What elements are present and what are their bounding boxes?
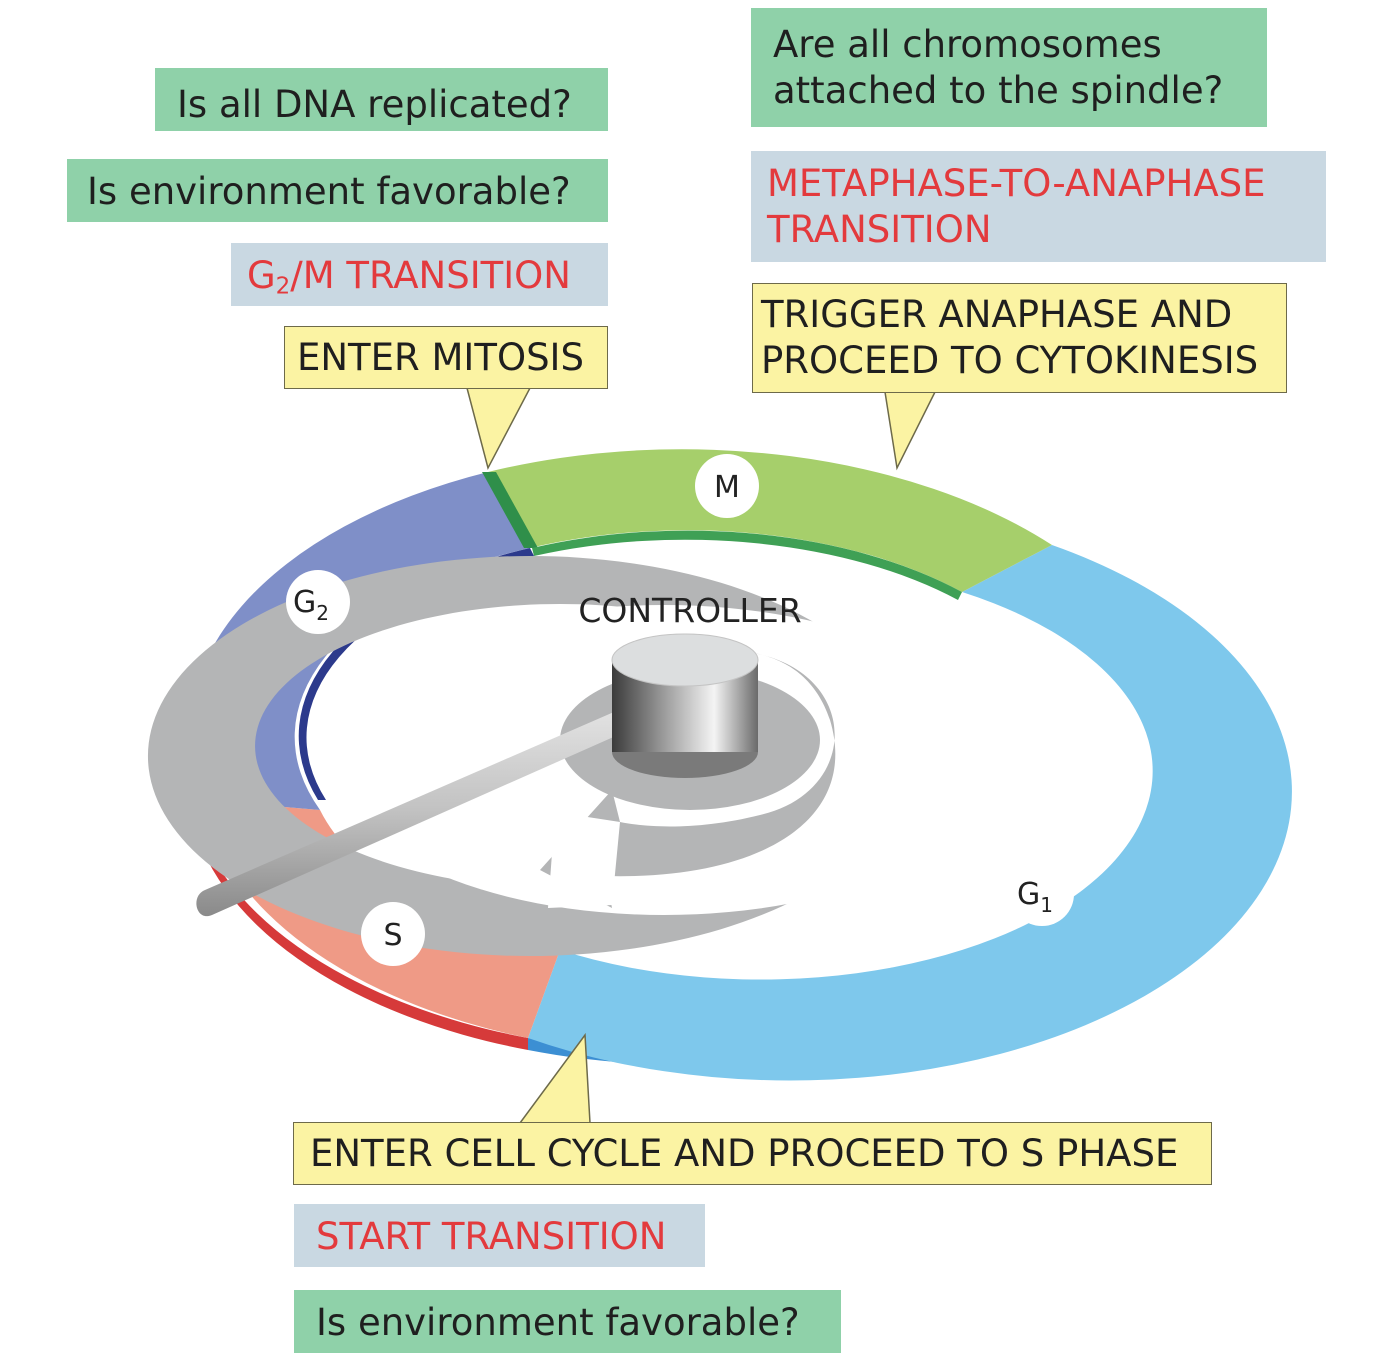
question-text: Is environment favorable? (87, 170, 571, 213)
question-environment-g2m: Is environment favorable? (67, 159, 608, 222)
svg-text:M: M (714, 470, 740, 505)
g2-m-boundary (482, 472, 538, 548)
transition-metaphase-anaphase: METAPHASE-TO-ANAPHASE TRANSITION (751, 151, 1326, 262)
svg-text:G2: G2 (293, 585, 329, 625)
controller-knob (611, 633, 759, 778)
transition-g2m: G2/M TRANSITION (231, 243, 608, 306)
ring-segment-g1 (528, 545, 1292, 1081)
transition-start: START TRANSITION (294, 1204, 705, 1267)
phase-badge-m: M (695, 454, 759, 518)
question-text: Is environment favorable? (316, 1301, 800, 1344)
transition-text: START TRANSITION (316, 1215, 667, 1258)
action-enter-mitosis: ENTER MITOSIS (284, 326, 608, 389)
controller-label: CONTROLLER (578, 591, 801, 630)
action-text: ENTER MITOSIS (297, 336, 584, 379)
pointer-enter-cell-cycle (519, 1032, 591, 1124)
controller-arm (196, 704, 645, 917)
question-dna-replicated: Is all DNA replicated? (155, 68, 608, 131)
action-text: TRIGGER ANAPHASE AND PROCEED TO CYTOKINE… (761, 293, 1259, 382)
transition-text: METAPHASE-TO-ANAPHASE TRANSITION (767, 162, 1266, 251)
action-trigger-anaphase: TRIGGER ANAPHASE AND PROCEED TO CYTOKINE… (752, 283, 1287, 393)
question-environment-start: Is environment favorable? (294, 1290, 841, 1353)
action-enter-cell-cycle: ENTER CELL CYCLE AND PROCEED TO S PHASE (293, 1122, 1212, 1185)
phase-badge-g2: G2 (286, 570, 350, 634)
svg-text:G1: G1 (1017, 877, 1053, 917)
pointer-enter-mitosis (466, 387, 531, 471)
question-chromosomes-attached: Are all chromosomes attached to the spin… (751, 8, 1267, 127)
action-text: ENTER CELL CYCLE AND PROCEED TO S PHASE (310, 1132, 1179, 1175)
ring-segment-m (488, 449, 1052, 592)
pointer-trigger-anaphase (884, 391, 936, 471)
question-text: Is all DNA replicated? (177, 83, 572, 126)
question-text: Are all chromosomes attached to the spin… (773, 23, 1224, 112)
phase-badge-s: S (361, 902, 425, 966)
ring-segment-g2 (189, 472, 530, 810)
svg-text:S: S (383, 918, 402, 953)
transition-g2m-label: G2/M TRANSITION (247, 254, 571, 300)
phase-badge-g1: G1 (1010, 862, 1074, 926)
